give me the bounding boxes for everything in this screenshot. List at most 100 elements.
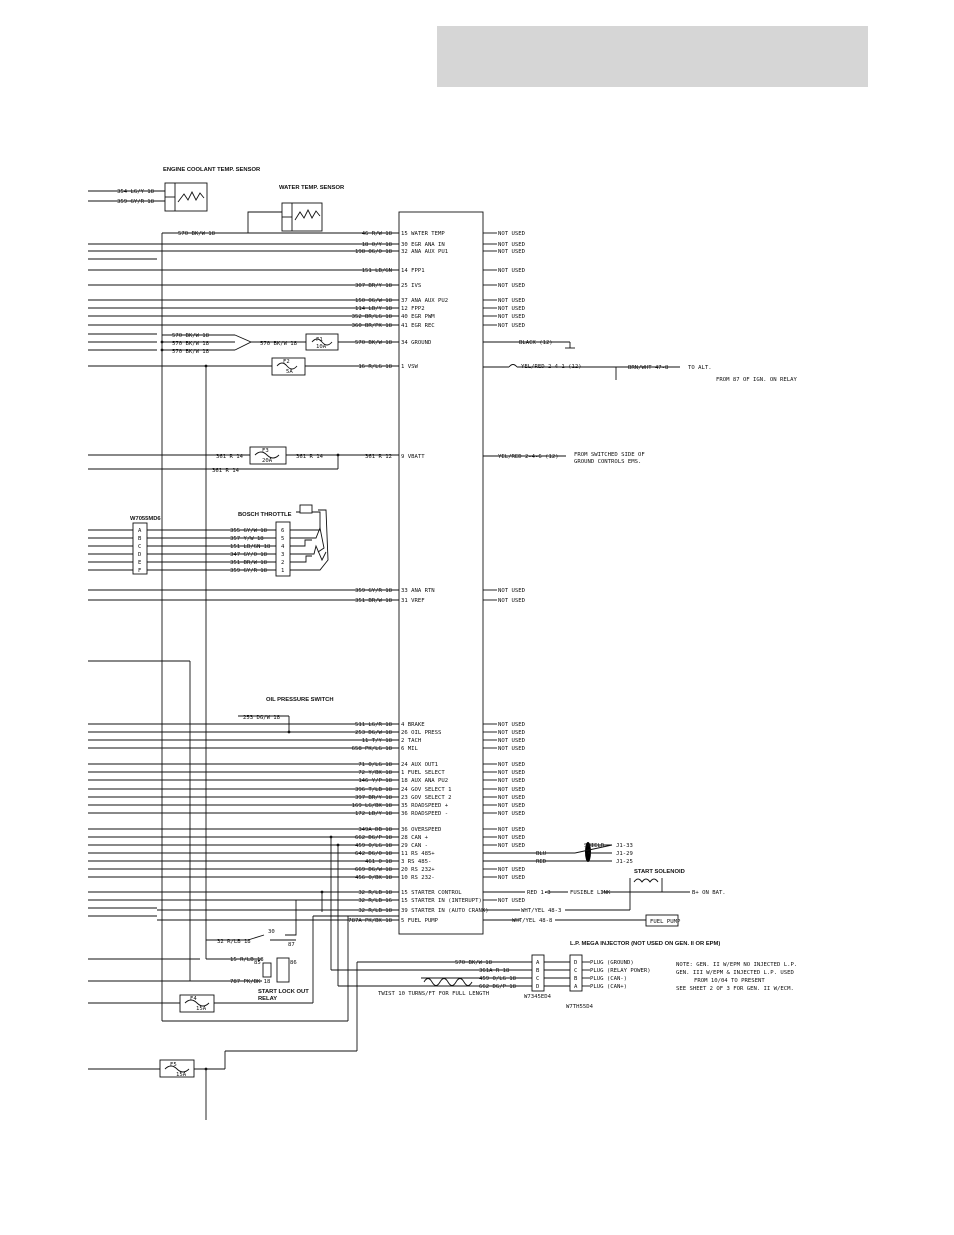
oil-switch-label: OIL PRESSURE SWITCH [266, 697, 334, 703]
harness-pin-d: D [138, 552, 142, 558]
water-wire: 570 BK/W 18 [178, 231, 216, 237]
ecm-pin-label: 34 GROUND [401, 340, 432, 346]
from-87-label: FROM 87 OF IGN. ON RELAY [716, 377, 797, 383]
conn-a-pin-d: D [536, 984, 540, 990]
injector-wire-2: 361A R 18 [479, 968, 510, 974]
ground-wire-4: 570 BK/W 18 [260, 341, 298, 347]
ecm-pin-label: 37 ANA AUX PU2 [401, 298, 448, 304]
note-line-3: FROM 10/04 TO PRESENT [694, 978, 765, 984]
analog-return-circuit [157, 589, 399, 601]
throttle-pin-3: 3 [281, 552, 284, 558]
b-plus-label: B+ ON BAT. [692, 890, 726, 896]
plug-relay-power: PLUG (RELAY POWER) [590, 968, 651, 974]
relay-pin-85: 85 [254, 960, 261, 966]
ecm-pin-label: 10 RS 232- [401, 875, 435, 881]
can-circuit [320, 835, 498, 987]
coolant-sensor-label: ENGINE COOLANT TEMP. SENSOR [163, 167, 261, 173]
ecm-out-label: NOT USED [498, 778, 526, 784]
ecm-wire-label: 172 LB/Y 18 [355, 811, 393, 817]
ecm-pin-label: 3 RS 485- [401, 859, 431, 865]
alt-wire-label: BRN/WHT 47-8 [628, 365, 669, 371]
relay-pin-30: 30 [268, 929, 275, 935]
ecm-pin-label: 4 BRAKE [401, 722, 425, 728]
relay-pin-86: 86 [290, 960, 297, 966]
conn-a-pin-b: B [536, 968, 540, 974]
ecm-out-label: NOT USED [498, 811, 526, 817]
conn-b-pin-d: D [574, 960, 578, 966]
j1-33-label: J1-33 [616, 843, 633, 849]
ecm-wire-label: 787A PK/BK 18 [348, 918, 392, 924]
lp-mega-injector: L.P. MEGA INJECTOR (NOT USED ON GEN. II … [378, 941, 797, 1010]
water-sensor-label: WATER TEMP. SENSOR [279, 185, 345, 191]
fuse-f5-group: F5 15A [159, 1059, 225, 1078]
ecm-wire-label: 360 BR/PK 18 [352, 323, 393, 329]
fuse-f5-name: F5 [170, 1062, 177, 1068]
ecm-wire-label: 72 Y/BK 18 [358, 770, 392, 776]
ecm-out-label: NOT USED [498, 835, 526, 841]
note-line-1: NOTE: GEN. II W/EPM NO INJECTED L.P. [676, 962, 797, 968]
harness-pin-b: B [138, 536, 142, 542]
ecm-wire-label: 511 LG/R 18 [355, 722, 393, 728]
vsw-circuit: F2 5A [157, 357, 399, 376]
ecm-box [398, 211, 484, 935]
left-harness-wires [88, 190, 200, 1070]
ecm-out-label: NOT USED [498, 827, 526, 833]
ecm-out-label: NOT USED [498, 787, 526, 793]
conn-a-pin-a: A [536, 960, 540, 966]
note-line-4: SEE SHEET 2 OF 3 FOR GEN. II W/ECM. [676, 986, 794, 992]
coolant-wire-1: 354 LG/Y 18 [117, 189, 155, 195]
throttle-pin-6: 6 [281, 528, 284, 534]
ecm-pin-label: 11 RS 485+ [401, 851, 435, 857]
coolant-sensor: ENGINE COOLANT TEMP. SENSOR 354 LG/Y 18 … [117, 167, 261, 212]
note-line-2: GEN. III W/EPM & INJECTED L.P. USED [676, 970, 795, 976]
fuse-f1-rating: 10A [316, 344, 327, 350]
vbatt-wire-b: 361 R 14 [296, 454, 324, 460]
ecm-wire-label: 46 R/W 18 [362, 231, 393, 237]
start-relay-label-1: START LOCK OUT [258, 989, 309, 995]
ground-wire-3: 570 BK/W 18 [172, 349, 210, 355]
start-relay-label-2: RELAY [258, 996, 277, 1002]
fuse-f5-rating: 15A [176, 1072, 187, 1078]
ecm-out-label: NOT USED [498, 242, 526, 248]
harness-pin-e: E [138, 560, 142, 566]
ecm-wire-label: 658 PK/LG 18 [352, 746, 393, 752]
ecm-pin-label: 15 STARTER IN (INTERUPT) [401, 898, 482, 904]
start-solenoid-label: START SOLENOID [634, 869, 685, 875]
vbatt-circuit: F3 20A 361 R 14 361 R 14 361 R 14 [157, 446, 399, 474]
from-switched-1: FROM SWITCHED SIDE OF [574, 452, 645, 458]
ecm-pin-label: 15 WATER TEMP [401, 231, 445, 237]
coolant-wire-2: 359 GY/R 18 [117, 199, 155, 205]
ecm-out-label: NOT USED [498, 268, 526, 274]
ecm-pin-label: 24 AUX OUT1 [401, 762, 438, 768]
ecm-out-label: BLACK (12) [519, 340, 553, 346]
harness-connector-label: W7055MD6 [130, 516, 161, 522]
conn-a-pin-c: C [536, 976, 539, 982]
relay-pin-87: 87 [288, 942, 295, 948]
harness-pin-f: F [138, 568, 142, 574]
j1-29-label: J1-29 [616, 851, 633, 857]
rs485-shield: SHIELD J1-33 J1-29 J1-25 [483, 842, 633, 865]
ecm-pin-label: 15 STARTER CONTROL [401, 890, 462, 896]
ecm-out-label: NOT USED [498, 598, 526, 604]
ecm-out-label: NOT USED [498, 875, 526, 881]
harness-pin-a: A [138, 528, 142, 534]
throttle-wire-6: 359 GY/R 18 [230, 568, 268, 574]
ecm-out-label: NOT USED [498, 323, 526, 329]
right-side-circuits: BRN/WHT 47-8 TO ALT. FROM 87 OF IGN. ON … [483, 341, 797, 465]
harness-pin-c: C [138, 544, 141, 550]
conn-b-pin-b: B [574, 976, 578, 982]
ecm-pin-label: 25 IVS [401, 283, 421, 289]
throttle-wire-2: 357 Y/W 18 [230, 536, 264, 542]
water-sensor: WATER TEMP. SENSOR 570 BK/W 18 [162, 185, 399, 237]
throttle-wire-5: 351 BR/W 18 [230, 560, 268, 566]
ecm-wire-label: 361 R 12 [365, 454, 392, 460]
ecm-wire-label: 151 LB/GN [362, 268, 392, 274]
fusible-link-label: FUSIBLE LINK [570, 890, 611, 896]
fuse-f2-rating: 5A [286, 369, 293, 375]
ground-circuit: 570 BK/W 18 570 BK/W 18 570 BK/W 18 570 … [160, 333, 399, 355]
ecm-out-label: NOT USED [498, 306, 526, 312]
ecm-pin-label: 36 OVERSPEED [401, 827, 442, 833]
ecm-pin-label: 9 VBATT [401, 454, 425, 460]
